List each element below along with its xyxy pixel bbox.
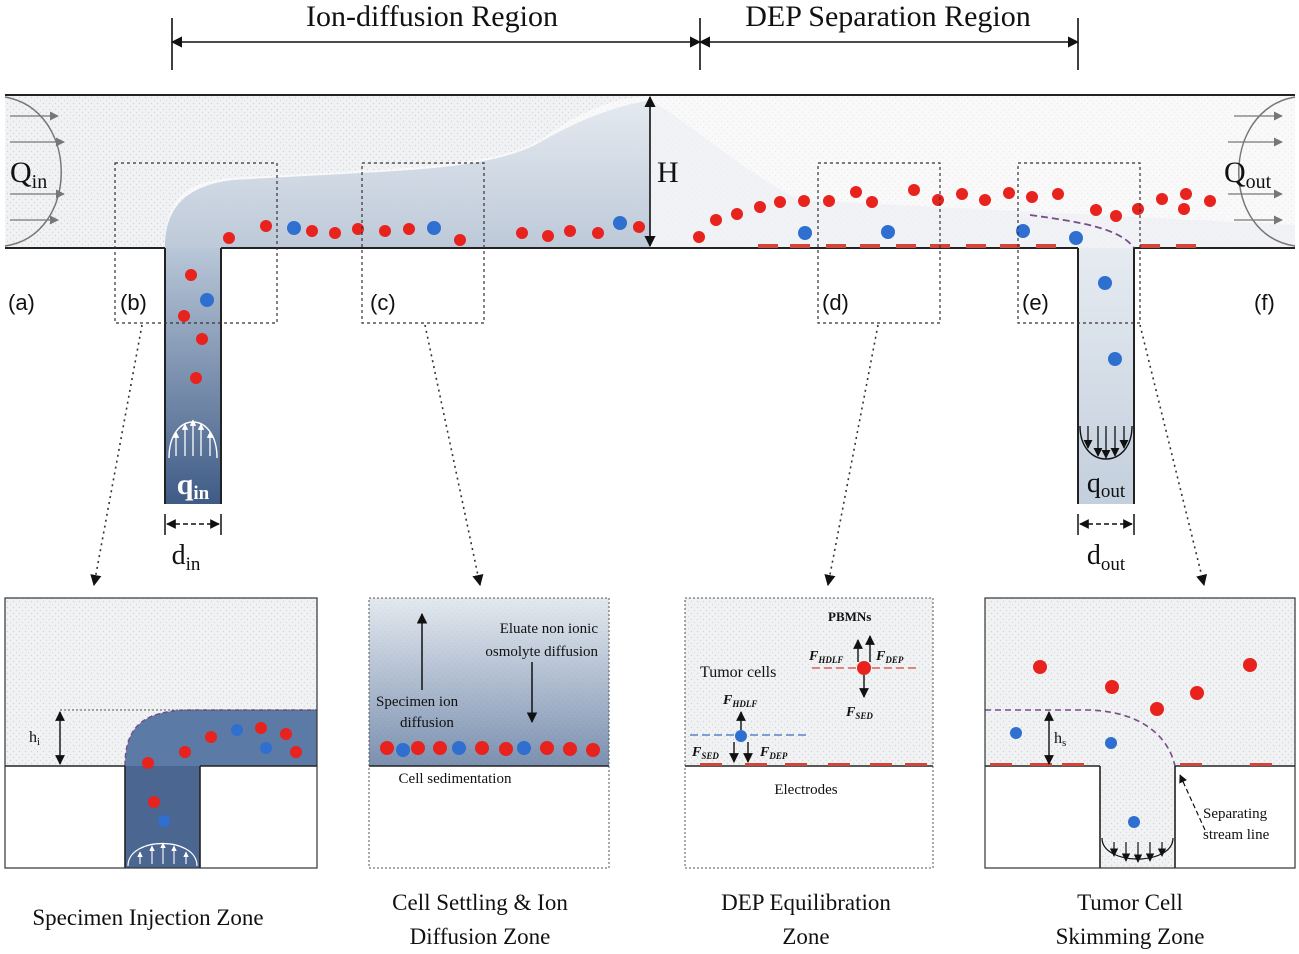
zone-selection-boxes: [114, 162, 1141, 324]
panel-specimen-injection: [4, 597, 318, 869]
marker-e: (e): [1022, 290, 1049, 315]
marker-b: (b): [120, 290, 147, 315]
panel-cell-settling: [368, 597, 610, 869]
force-hdlf-tumor: FHDLF: [722, 693, 757, 709]
marker-d: (d): [822, 290, 849, 315]
caption-tumor-skimming-1: Tumor Cell: [1077, 890, 1183, 915]
q-in-label: Qin: [10, 156, 47, 193]
force-sed-pbmn: FSED: [845, 705, 873, 721]
force-hdlf-pbmn: FHDLF: [808, 649, 843, 665]
specimen-label-2: diffusion: [400, 715, 454, 731]
zone-box-c: [361, 162, 485, 324]
main-red-cells: [178, 184, 1216, 384]
outlet-width-dimension: [1077, 514, 1135, 535]
eluate-label-2: osmolyte diffusion: [485, 644, 598, 660]
dep-separation-region-title: DEP Separation Region: [745, 0, 1031, 33]
panel-e-height-label: hs: [1054, 730, 1066, 749]
panel-tumor-skimming: [984, 597, 1296, 869]
outlet-velocity-profile: [1228, 96, 1296, 247]
eluate-label-1: Eluate non ionic: [500, 621, 599, 637]
caption-dep-equilibration-2: Zone: [782, 924, 829, 949]
caption-tumor-skimming-2: Skimming Zone: [1056, 924, 1205, 949]
specimen-label-1: Specimen ion: [376, 694, 459, 710]
pbmns-label: PBMNs: [828, 609, 871, 624]
caption-specimen-injection: Specimen Injection Zone: [32, 905, 263, 930]
zoom-leader-lines: [90, 324, 1208, 587]
inlet-flow-label: qin: [177, 468, 210, 504]
force-dep-tumor: FDEP: [759, 745, 788, 761]
inlet-width-label: din: [172, 540, 201, 575]
q-out-label: Qout: [1224, 156, 1272, 193]
marker-a: (a): [8, 290, 35, 315]
main-blue-cells: [200, 216, 1122, 366]
outlet-flow-label: qout: [1087, 468, 1126, 502]
sedimentation-label: Cell sedimentation: [399, 771, 512, 787]
separating-label-2: stream line: [1203, 827, 1270, 843]
outlet-channel: [1029, 214, 1135, 504]
caption-cell-settling-1: Cell Settling & Ion: [392, 890, 568, 915]
region-dimension-lines: [170, 18, 1080, 70]
marker-c: (c): [370, 290, 396, 315]
zone-box-d: [817, 162, 941, 324]
marker-f: (f): [1254, 290, 1275, 315]
force-sed-tumor: FSED: [691, 745, 719, 761]
electrodes-label: Electrodes: [774, 782, 837, 798]
outlet-width-label: dout: [1087, 540, 1126, 575]
inlet-velocity-profile: [4, 96, 65, 247]
height-label: H: [657, 156, 679, 189]
panel-b-height-label: hi: [29, 729, 40, 748]
force-dep-pbmn: FDEP: [875, 649, 904, 665]
tumor-cells-label: Tumor cells: [700, 664, 776, 681]
ion-diffusion-region-title: Ion-diffusion Region: [306, 0, 558, 33]
caption-cell-settling-2: Diffusion Zone: [410, 924, 551, 949]
caption-dep-equilibration-1: DEP Equilibration: [721, 890, 891, 915]
zone-box-b: [114, 162, 278, 324]
zone-box-e: [1017, 162, 1141, 324]
panel-dep-equilibration: [684, 597, 934, 869]
separating-label-1: Separating: [1203, 806, 1268, 822]
inlet-width-dimension: [164, 514, 222, 535]
